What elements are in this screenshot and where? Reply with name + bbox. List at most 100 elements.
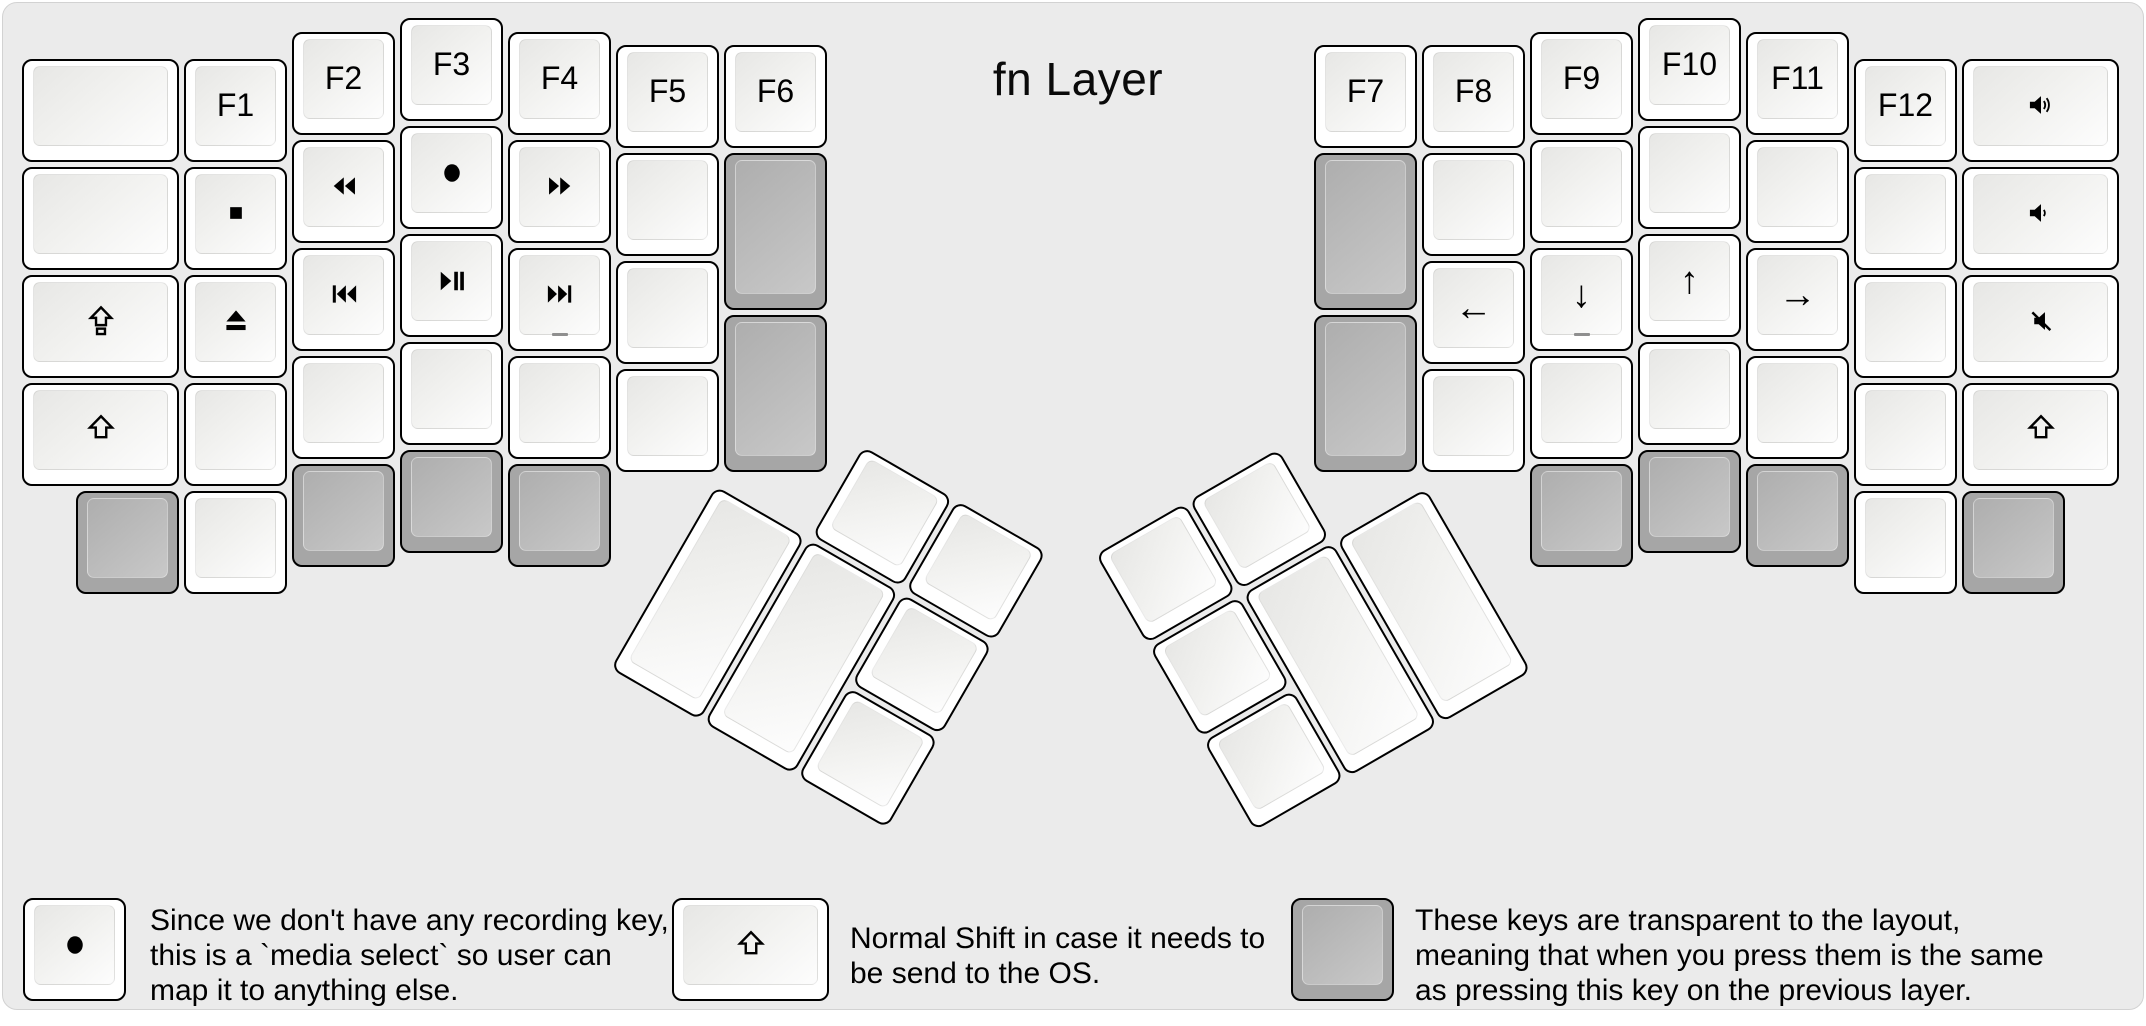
key-caps-lock[interactable] bbox=[22, 274, 179, 378]
key-blank[interactable] bbox=[1746, 355, 1849, 459]
key-blank[interactable] bbox=[1422, 369, 1525, 472]
key-blank[interactable] bbox=[184, 382, 287, 486]
play-pause-icon bbox=[440, 271, 464, 290]
key-volume-down[interactable] bbox=[1962, 166, 2119, 270]
key-f12[interactable]: F12 bbox=[1854, 58, 1957, 162]
key-label bbox=[24, 385, 177, 474]
key-shift[interactable] bbox=[1962, 382, 2119, 486]
key-blank[interactable] bbox=[616, 261, 719, 364]
stop-icon bbox=[229, 207, 242, 219]
key-f6[interactable]: F6 bbox=[724, 45, 827, 148]
key-blank[interactable] bbox=[1530, 355, 1633, 459]
key-label: ↑ bbox=[1680, 260, 1699, 302]
key-blank[interactable] bbox=[400, 342, 503, 445]
key-f5[interactable]: F5 bbox=[616, 45, 719, 148]
key-blank[interactable] bbox=[508, 355, 611, 459]
keytop bbox=[33, 281, 168, 362]
keytop bbox=[519, 470, 600, 551]
key-label: → bbox=[1778, 273, 1817, 316]
key-rewind[interactable] bbox=[292, 139, 395, 243]
key-play-pause[interactable] bbox=[400, 234, 503, 337]
key-blank[interactable] bbox=[22, 166, 179, 270]
keytop bbox=[1757, 254, 1838, 335]
key-arrow-up[interactable]: ↑ bbox=[1638, 234, 1741, 337]
key-blank[interactable] bbox=[616, 369, 719, 472]
key-f1[interactable]: F1 bbox=[184, 58, 287, 162]
key-f3[interactable]: F3 bbox=[400, 18, 503, 121]
key-volume-mute[interactable] bbox=[1962, 274, 2119, 378]
key-transparent[interactable] bbox=[1962, 490, 2065, 594]
key-f2[interactable]: F2 bbox=[292, 31, 395, 135]
legend-sample-key bbox=[672, 898, 829, 1001]
keytop bbox=[1649, 133, 1730, 213]
prev-track-icon bbox=[332, 285, 356, 303]
key-transparent[interactable] bbox=[400, 450, 503, 553]
key-eject[interactable] bbox=[184, 274, 287, 378]
keytop bbox=[1541, 254, 1622, 335]
key-blank[interactable] bbox=[1638, 126, 1741, 229]
keytop bbox=[411, 349, 492, 429]
key-transparent[interactable] bbox=[292, 463, 395, 567]
key-blank[interactable] bbox=[1530, 139, 1633, 243]
key-transparent[interactable] bbox=[1314, 315, 1417, 472]
keytop bbox=[1649, 457, 1730, 537]
key-blank[interactable] bbox=[184, 490, 287, 594]
key-blank[interactable] bbox=[1854, 274, 1957, 378]
keytop bbox=[33, 389, 168, 470]
caps-lock-icon bbox=[87, 305, 114, 336]
key-arrow-down[interactable]: ↓ bbox=[1530, 247, 1633, 351]
key-stop[interactable] bbox=[184, 166, 287, 270]
shift-icon bbox=[736, 930, 765, 954]
key-label: F11 bbox=[1771, 59, 1824, 96]
keytop bbox=[1433, 268, 1514, 348]
keytop bbox=[627, 376, 708, 456]
legend-text-record: Since we don't have any recording key, t… bbox=[150, 904, 669, 1007]
key-blank[interactable] bbox=[292, 355, 395, 459]
key-transparent[interactable] bbox=[508, 463, 611, 567]
key-blank[interactable] bbox=[1638, 342, 1741, 445]
keytop bbox=[627, 268, 708, 348]
layer-title: fn Layer bbox=[992, 53, 1164, 105]
keytop bbox=[1433, 160, 1514, 240]
key-arrow-left[interactable]: ← bbox=[1422, 261, 1525, 364]
key-transparent[interactable] bbox=[1314, 153, 1417, 310]
record-icon bbox=[443, 163, 460, 182]
key-blank[interactable] bbox=[1854, 382, 1957, 486]
key-arrow-right[interactable]: → bbox=[1746, 247, 1849, 351]
key-f7[interactable]: F7 bbox=[1314, 45, 1417, 148]
key-transparent[interactable] bbox=[724, 315, 827, 472]
key-blank[interactable] bbox=[616, 153, 719, 256]
key-prev-track[interactable] bbox=[292, 247, 395, 351]
key-f9[interactable]: F9 bbox=[1530, 31, 1633, 135]
fast-forward-icon bbox=[548, 177, 570, 195]
keytop bbox=[33, 173, 168, 254]
key-f8[interactable]: F8 bbox=[1422, 45, 1525, 148]
key-blank[interactable] bbox=[1854, 166, 1957, 270]
key-fast-forward[interactable] bbox=[508, 139, 611, 243]
key-transparent[interactable] bbox=[76, 490, 179, 594]
key-f11[interactable]: F11 bbox=[1746, 31, 1849, 135]
key-label bbox=[24, 277, 177, 366]
key-record-media-select[interactable] bbox=[400, 126, 503, 229]
key-f4[interactable]: F4 bbox=[508, 31, 611, 135]
key-blank[interactable] bbox=[22, 58, 179, 162]
keytop bbox=[627, 160, 708, 240]
key-blank[interactable] bbox=[1854, 490, 1957, 594]
key-blank[interactable] bbox=[1422, 153, 1525, 256]
key-label: F7 bbox=[1346, 73, 1385, 109]
key-transparent[interactable] bbox=[1746, 463, 1849, 567]
key-volume-up[interactable] bbox=[1962, 58, 2119, 162]
keytop bbox=[195, 389, 276, 470]
key-transparent[interactable] bbox=[724, 153, 827, 310]
key-transparent[interactable] bbox=[1638, 450, 1741, 553]
key-label: F12 bbox=[1877, 86, 1934, 123]
keytop bbox=[683, 905, 818, 985]
key-next-track[interactable] bbox=[508, 247, 611, 351]
key-f10[interactable]: F10 bbox=[1638, 18, 1741, 121]
key-transparent[interactable] bbox=[1530, 463, 1633, 567]
key-blank[interactable] bbox=[1746, 139, 1849, 243]
keytop bbox=[1433, 52, 1514, 132]
key-shift[interactable] bbox=[22, 382, 179, 486]
keytop bbox=[1757, 38, 1838, 119]
key-label bbox=[510, 142, 609, 231]
